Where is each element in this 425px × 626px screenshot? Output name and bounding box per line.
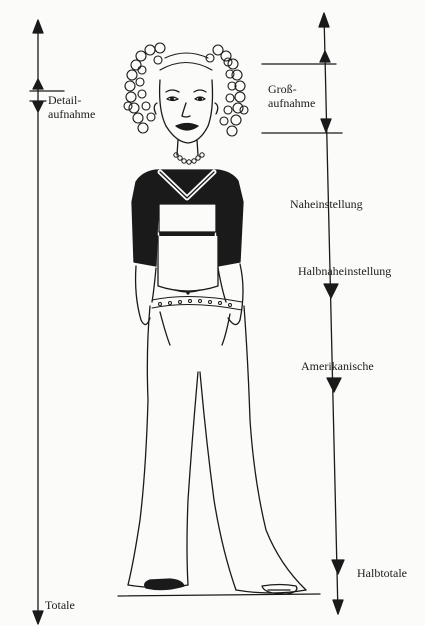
pockets [160,312,230,345]
trousers-left-inner [187,372,198,585]
halbtotale-label: Halbtotale [357,566,407,580]
grossaufnahme-label: Groß- aufnahme [268,82,315,110]
left-eyebrow [166,90,179,92]
amerikanische-label: Amerikanische [301,359,374,373]
gross-down-arrow [321,119,331,132]
shirt-bottom [158,236,218,291]
right-arm [218,264,243,320]
totale-bottom-arrow [33,611,43,624]
left-ear [154,103,157,114]
trousers-left-outer [128,306,150,585]
right-eyebrow [194,90,206,92]
amerikanische-arrow [327,378,341,392]
trousers-right-outer [244,306,306,590]
scale-top-arrow [319,13,329,27]
right-ear [215,103,218,114]
scale-bottom-arrow [333,600,343,614]
neck [177,140,198,155]
face [154,80,218,143]
totale-label: Totale [45,598,75,612]
naheinstellung-label: Naheinstellung [290,197,363,211]
halbnah-arrow [324,284,338,298]
detailaufnahme-line2: aufnahme [48,107,95,121]
hair-curls [124,43,248,136]
nose [182,103,190,117]
detailaufnahme-line1: Detail- [48,93,95,107]
left-shoe [145,579,184,590]
hands [141,318,240,325]
mouth [176,124,198,131]
detailaufnahme-label: Detail- aufnahme [48,93,95,121]
floor-line [118,594,320,596]
shirt-stripe [159,204,216,232]
necklace [174,153,204,164]
grossaufnahme-line1: Groß- [268,82,315,96]
halbtotale-arrow [332,560,344,574]
left-arm [136,266,156,320]
detail-up-arrow [33,79,43,89]
shot-scale-line [324,14,338,614]
totale-top-arrow [33,20,43,33]
halbnaheinstellung-label: Halbnaheinstellung [298,264,391,278]
gross-up-arrow [320,51,330,62]
belt [152,296,242,310]
detail-down-arrow [33,102,43,112]
grossaufnahme-line2: aufnahme [268,96,315,110]
trousers-right-inner [200,372,236,590]
